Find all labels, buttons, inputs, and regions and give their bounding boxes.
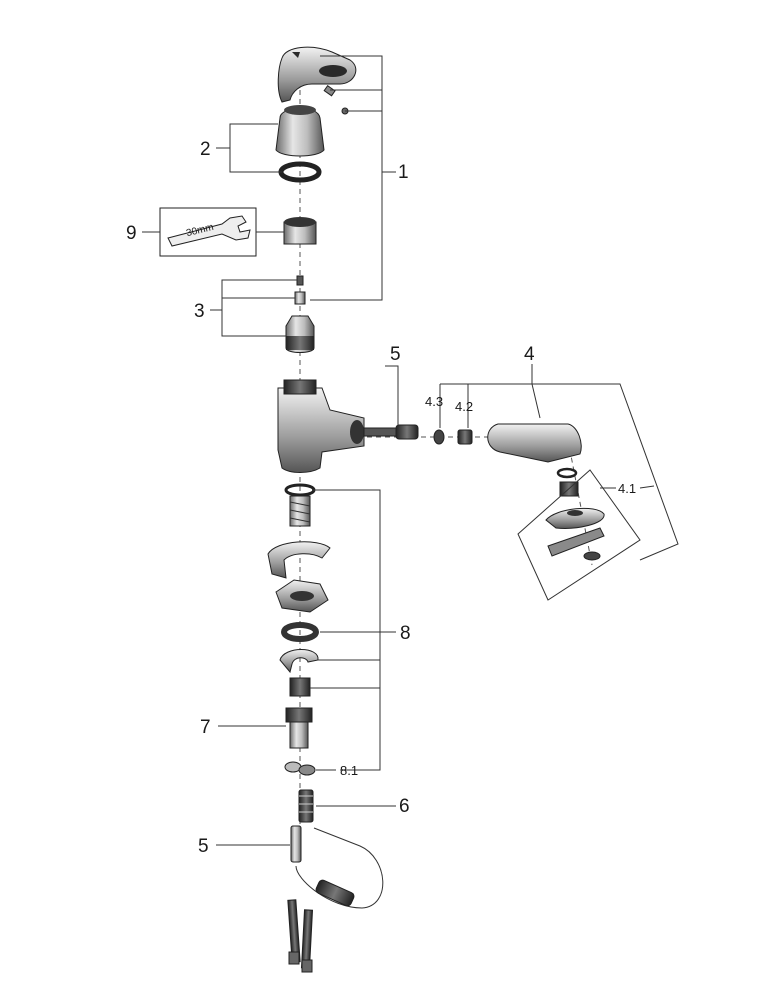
callout-7: 7 [200, 717, 211, 738]
callout-4-2: 4.2 [455, 399, 473, 414]
horseshoe-washer [267, 541, 331, 579]
washers-8-1 [284, 761, 316, 776]
callout-6: 6 [399, 796, 410, 817]
hose-coupling [315, 879, 355, 907]
callout-9: 9 [126, 223, 137, 244]
callout-4: 4 [524, 344, 535, 365]
washer-4-3 [433, 429, 445, 445]
slotted-washer [279, 649, 319, 674]
callout-5-top: 5 [390, 344, 401, 365]
rubber-gasket [281, 622, 319, 642]
cartridge [285, 315, 315, 353]
hose-nipple-5 [290, 825, 302, 863]
callout-8: 8 [400, 623, 411, 644]
handle-cap [275, 105, 325, 157]
pull-out-hose [295, 827, 384, 909]
group-4-1-outline [517, 469, 641, 601]
threaded-stud [289, 495, 311, 527]
hose-connector [363, 424, 419, 440]
leader-3 [210, 279, 297, 337]
set-screw [323, 84, 349, 115]
spray-seal [556, 467, 578, 479]
leader-4 [439, 364, 679, 561]
spray-insert-4-1 [547, 527, 605, 561]
leader-5-top [385, 365, 399, 426]
leader-1 [310, 55, 396, 301]
leader-8 [310, 489, 396, 771]
spindle-adapter [294, 291, 306, 305]
callout-3: 3 [194, 301, 205, 322]
cartridge-nut [283, 217, 317, 245]
wrench-box: 30mm [159, 207, 257, 257]
callout-1: 1 [398, 162, 409, 183]
callout-4-1: 4.1 [618, 481, 636, 496]
faucet-body [277, 379, 365, 473]
small-screw [296, 275, 304, 286]
leader-2 [216, 123, 282, 173]
spray-plate [545, 507, 605, 529]
callout-5-bottom: 5 [198, 836, 209, 857]
check-valve-4-2 [457, 429, 473, 445]
mounting-plate [275, 579, 329, 613]
callout-4-3: 4.3 [425, 394, 443, 409]
fixing-nut [289, 677, 311, 697]
callout-8-1: 8.1 [340, 763, 358, 778]
leader-4-1 [600, 485, 655, 489]
lever-handle [277, 46, 357, 103]
fixing-rod-7 [285, 707, 313, 749]
hose-weight-6 [298, 789, 314, 823]
callout-2: 2 [200, 139, 211, 160]
spray-head [487, 423, 582, 463]
aerator-axis-line [567, 439, 593, 566]
supply-hoses [287, 899, 314, 973]
